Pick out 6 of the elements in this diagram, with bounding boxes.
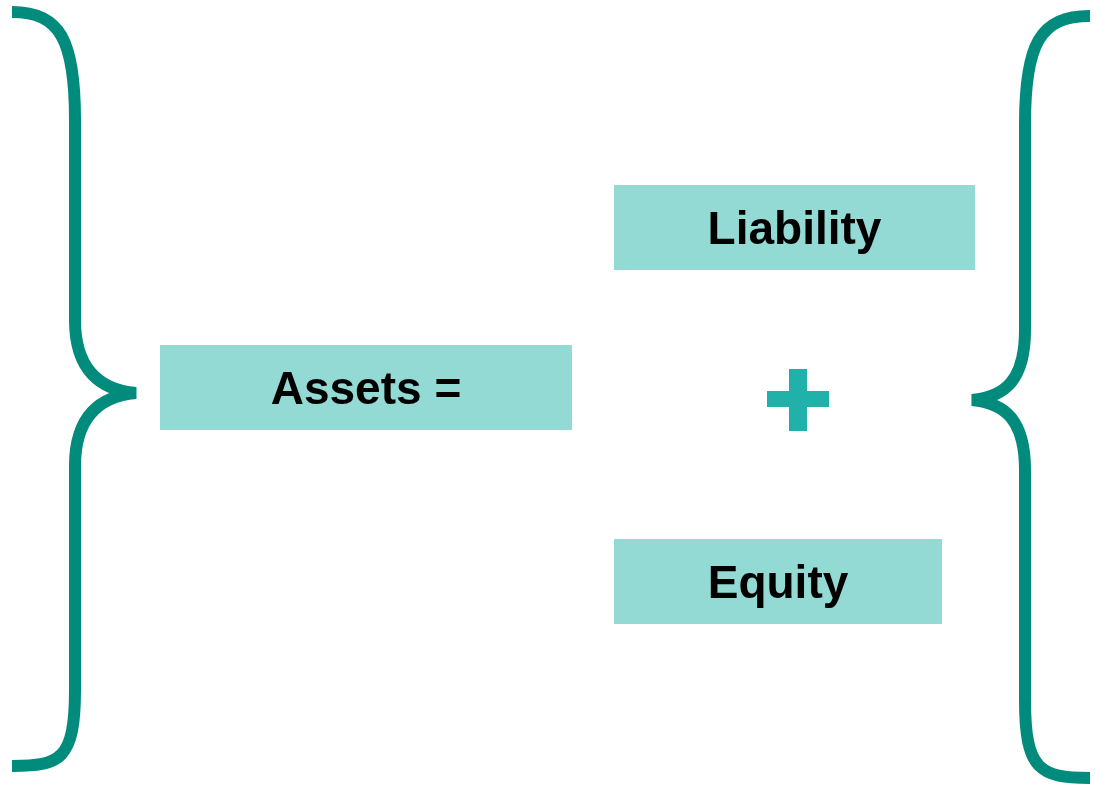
term-box: [614, 185, 975, 270]
term-box: [614, 539, 942, 624]
term-label: Assets =: [270, 360, 462, 415]
term-label: Equity: [707, 554, 849, 609]
term-box: [160, 345, 572, 430]
term-label: Liability: [707, 200, 882, 255]
